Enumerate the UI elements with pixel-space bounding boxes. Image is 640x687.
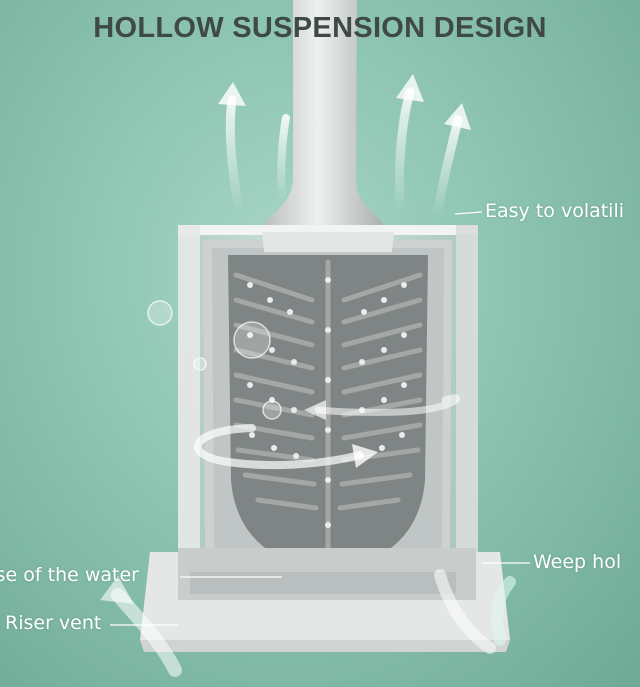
page-title: HOLLOW SUSPENSION DESIGN	[93, 12, 547, 44]
leader-lines	[110, 211, 530, 626]
label-easy-to-volatilize: Easy to volatili	[485, 200, 625, 222]
water-drop-icon	[147, 300, 282, 420]
up-arrow-icon	[218, 82, 246, 210]
brush-head	[228, 232, 428, 568]
riser-airflow	[100, 569, 516, 677]
up-arrow-icon	[433, 103, 471, 215]
up-arrow-icon	[277, 114, 290, 199]
label-weep-hole: Weep hol	[533, 551, 622, 573]
swirl-arrow-icon	[193, 394, 461, 470]
brush-handle	[262, 0, 385, 245]
up-arrow-icon	[394, 74, 424, 210]
label-release-of-the-water: ase of the water	[0, 564, 139, 586]
rising-arrows	[218, 74, 471, 215]
label-riser-vent: Riser vent	[5, 612, 102, 634]
